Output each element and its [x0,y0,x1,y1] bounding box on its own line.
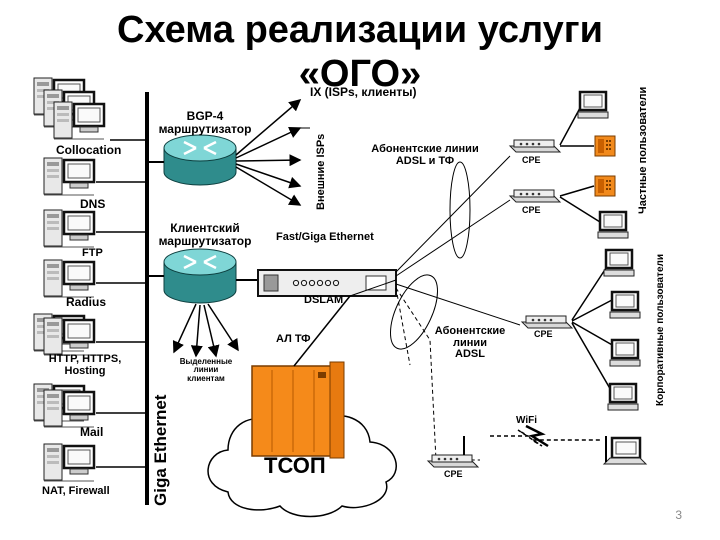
server-label-http: HTTP, HTTPS, Hosting [48,353,122,377]
title-line-2: «ОГО» [298,53,422,95]
server-icon-ftp [42,208,96,249]
adsl-bundle-ellipse [390,274,438,350]
server-label-mail: Mail [80,425,104,439]
dedicated-lines-line3: клиентам [187,373,225,383]
laptop-icon [602,436,648,465]
tsop-exchange-icon [251,361,345,459]
server-links [96,139,147,468]
client-router-label: Клиентский маршрутизатор [150,222,260,247]
bgp-router-label: BGP-4 маршрутизатор [150,110,260,135]
server-label-nat: NAT, Firewall [42,485,110,497]
cpe-icon-4 [427,454,479,468]
subscriber-lines [395,155,521,461]
page-number: 3 [675,508,682,522]
client-router-label-line2: маршрутизатор [158,233,252,248]
adsl-lines-line1: Абонентские [434,325,506,337]
adsl-lines-label: Абонентские линии ADSL [420,325,520,361]
external-isps-label: Внешние ISPs [315,133,327,210]
client-router-icon [163,248,237,304]
server-icon-mail [32,382,96,429]
adsl-lines-line3: ADSL [455,348,485,361]
server-label-ftp: FTP [82,247,103,259]
bgp-router-label-line2: маршрутизатор [158,121,252,136]
server-icon-nat [42,442,96,483]
cpe-label-3: CPE [534,329,553,339]
cpe-icon-3 [521,315,573,329]
private-users-label: Частные пользователи [637,86,649,214]
fast-giga-label: Fast/Giga Ethernet [276,231,374,243]
ix-label: IX (ISPs, клиенты) [310,85,417,99]
wifi-link [490,424,600,448]
title-line-1: Схема реализации услуги [117,9,603,51]
bgp-router-label-line1: BGP-4 [186,109,224,123]
server-label-collocation: Collocation [56,143,122,157]
server-icon-http [32,312,96,357]
cpe-label-2: CPE [522,205,541,215]
phone-icon-2 [594,175,616,197]
server-icon-radius [42,258,96,299]
server-label-dns: DNS [80,197,106,211]
dedicated-lines-line1: Выделенные [179,357,233,366]
server-label-radius: Radius [66,295,107,309]
cpe-label-4: CPE [444,469,463,479]
al-tf-label: АЛ ТФ [276,333,311,345]
adsl-tf-lines-line2: ADSL и ТФ [395,154,455,167]
pc-icon-corp-2 [608,290,642,320]
dedicated-lines-label: Выделенные линии клиентам [166,357,246,383]
dedicated-line-arrows [172,303,239,358]
page-title: Схема реализации услуги «ОГО» [0,8,720,96]
adsl-tf-bundle-ellipse [449,161,471,259]
wifi-label: WiFi [516,415,538,426]
cpe-label-1: CPE [522,155,541,165]
pc-icon-corp-4 [606,382,640,412]
user-links [559,107,615,393]
dedicated-lines-line2: линии [193,365,219,375]
pc-icon-private-2 [596,210,630,240]
pc-icon-corp-3 [608,338,642,368]
bgp-router-icon [163,134,237,186]
adsl-tf-lines-label: Абонентские линии ADSL и ТФ [350,143,500,167]
dslam-label: DSLAM [304,294,344,306]
adsl-tf-lines-line1: Абонентские линии [371,143,479,155]
pc-icon-corp-1 [602,248,636,278]
adsl-lines-line2: линии [453,336,487,349]
giga-ethernet-label: Giga Ethernet [151,394,170,506]
cpe-icon-2 [509,189,561,203]
external-isp-arrows [235,99,302,206]
corporate-users-label: Корпоративные пользователи [655,253,666,406]
server-icon-dns [42,156,96,197]
dslam-icon [257,269,397,297]
cpe-icon-1 [509,139,561,153]
phone-icon-1 [594,135,616,157]
client-router-label-line1: Клиентский [170,221,240,235]
tsop-label: ТСОП [264,453,326,478]
